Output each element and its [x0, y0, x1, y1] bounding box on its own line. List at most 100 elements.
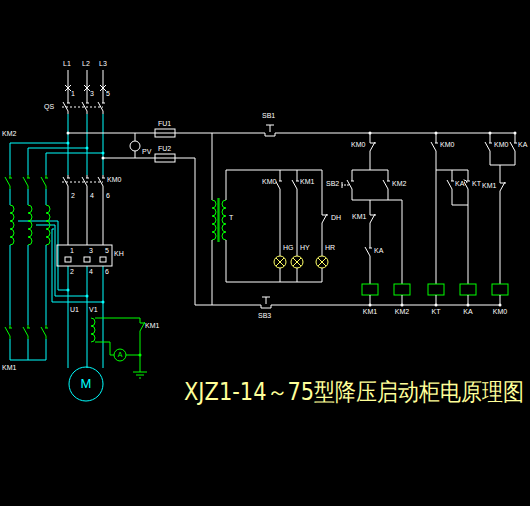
wire [87, 189, 88, 245]
part-label: 1 [71, 90, 75, 98]
wire [280, 192, 281, 256]
wire [318, 258, 326, 266]
part-label: KM2 [2, 130, 16, 138]
wire [62, 182, 103, 183]
wire [87, 111, 88, 114]
wire [86, 178, 89, 179]
winding-symbol [222, 200, 226, 240]
wire [133, 372, 147, 373]
wire [352, 170, 353, 178]
wire [322, 226, 323, 256]
wire [370, 215, 376, 216]
wire [102, 178, 105, 179]
wire [68, 266, 69, 368]
wire [293, 258, 301, 266]
part-label: T [229, 214, 233, 222]
part-label: SB3 [258, 312, 271, 320]
wire [95, 318, 140, 319]
wire [28, 339, 29, 360]
wire [67, 178, 70, 179]
part-label: PV [142, 148, 151, 156]
junction-dot [86, 147, 89, 150]
wire [126, 355, 140, 356]
wire [67, 103, 70, 104]
junction-dot [467, 304, 470, 307]
wire [322, 223, 323, 226]
wire [490, 151, 491, 154]
part-label: 2 [71, 192, 75, 200]
part-label: L1 [63, 60, 71, 68]
part-label: KA [463, 308, 472, 316]
part-label: QS [44, 103, 54, 111]
wire [342, 185, 349, 186]
junction-dot [86, 295, 89, 298]
wire [388, 192, 389, 200]
wire [370, 259, 371, 284]
wire [103, 111, 104, 114]
wire [297, 192, 298, 256]
junction-dot [102, 301, 105, 304]
wire [46, 186, 47, 189]
heater-element [84, 257, 90, 262]
wire [515, 154, 516, 165]
wire [46, 336, 47, 339]
winding-symbol [10, 205, 14, 245]
wire [46, 153, 103, 154]
part-label: KM1 [482, 182, 496, 190]
wire [318, 258, 326, 266]
wire [452, 170, 453, 178]
wire [322, 268, 323, 282]
wire [68, 189, 69, 245]
wire [9, 328, 12, 329]
wire [28, 148, 87, 149]
wire [10, 245, 11, 325]
wire [265, 133, 266, 136]
wire [370, 142, 375, 151]
wire [451, 181, 454, 182]
part-label: FU1 [158, 120, 171, 128]
wire [87, 70, 88, 100]
wire [139, 378, 141, 379]
wire [402, 200, 403, 284]
wire [276, 258, 284, 266]
wire [370, 143, 376, 144]
wire [45, 178, 48, 179]
wire [468, 189, 469, 192]
part-label: HR [325, 244, 335, 252]
wire [276, 258, 284, 266]
part-label: KA [518, 141, 527, 149]
junction-dot [499, 304, 502, 307]
wire [103, 158, 155, 159]
wire [46, 339, 47, 360]
wire [352, 200, 402, 201]
wire [490, 154, 491, 165]
part-label: 2 [70, 268, 74, 276]
wire [87, 266, 88, 368]
junction-dot [401, 304, 404, 307]
wire [27, 178, 30, 179]
wire [370, 154, 371, 170]
wire [9, 178, 12, 179]
part-label: KT [432, 308, 441, 316]
wire [270, 125, 271, 132]
wire [489, 143, 492, 144]
wire [226, 240, 227, 282]
heater-element [100, 257, 106, 262]
junction-dot [139, 354, 142, 357]
part-label: L2 [82, 60, 90, 68]
junction-dot [435, 304, 438, 307]
fuse-symbol [155, 129, 175, 137]
part-label: SB2 [326, 180, 339, 188]
wire [500, 194, 501, 284]
part-label: 3 [89, 247, 93, 255]
wire [266, 125, 274, 126]
part-label: V1 [89, 306, 98, 314]
wire [10, 143, 11, 175]
wire [86, 103, 89, 104]
wire [155, 133, 175, 134]
winding-symbol [46, 205, 50, 245]
junction-dot [102, 157, 105, 160]
wire [297, 189, 298, 192]
wire [28, 189, 29, 205]
wire [279, 181, 282, 182]
